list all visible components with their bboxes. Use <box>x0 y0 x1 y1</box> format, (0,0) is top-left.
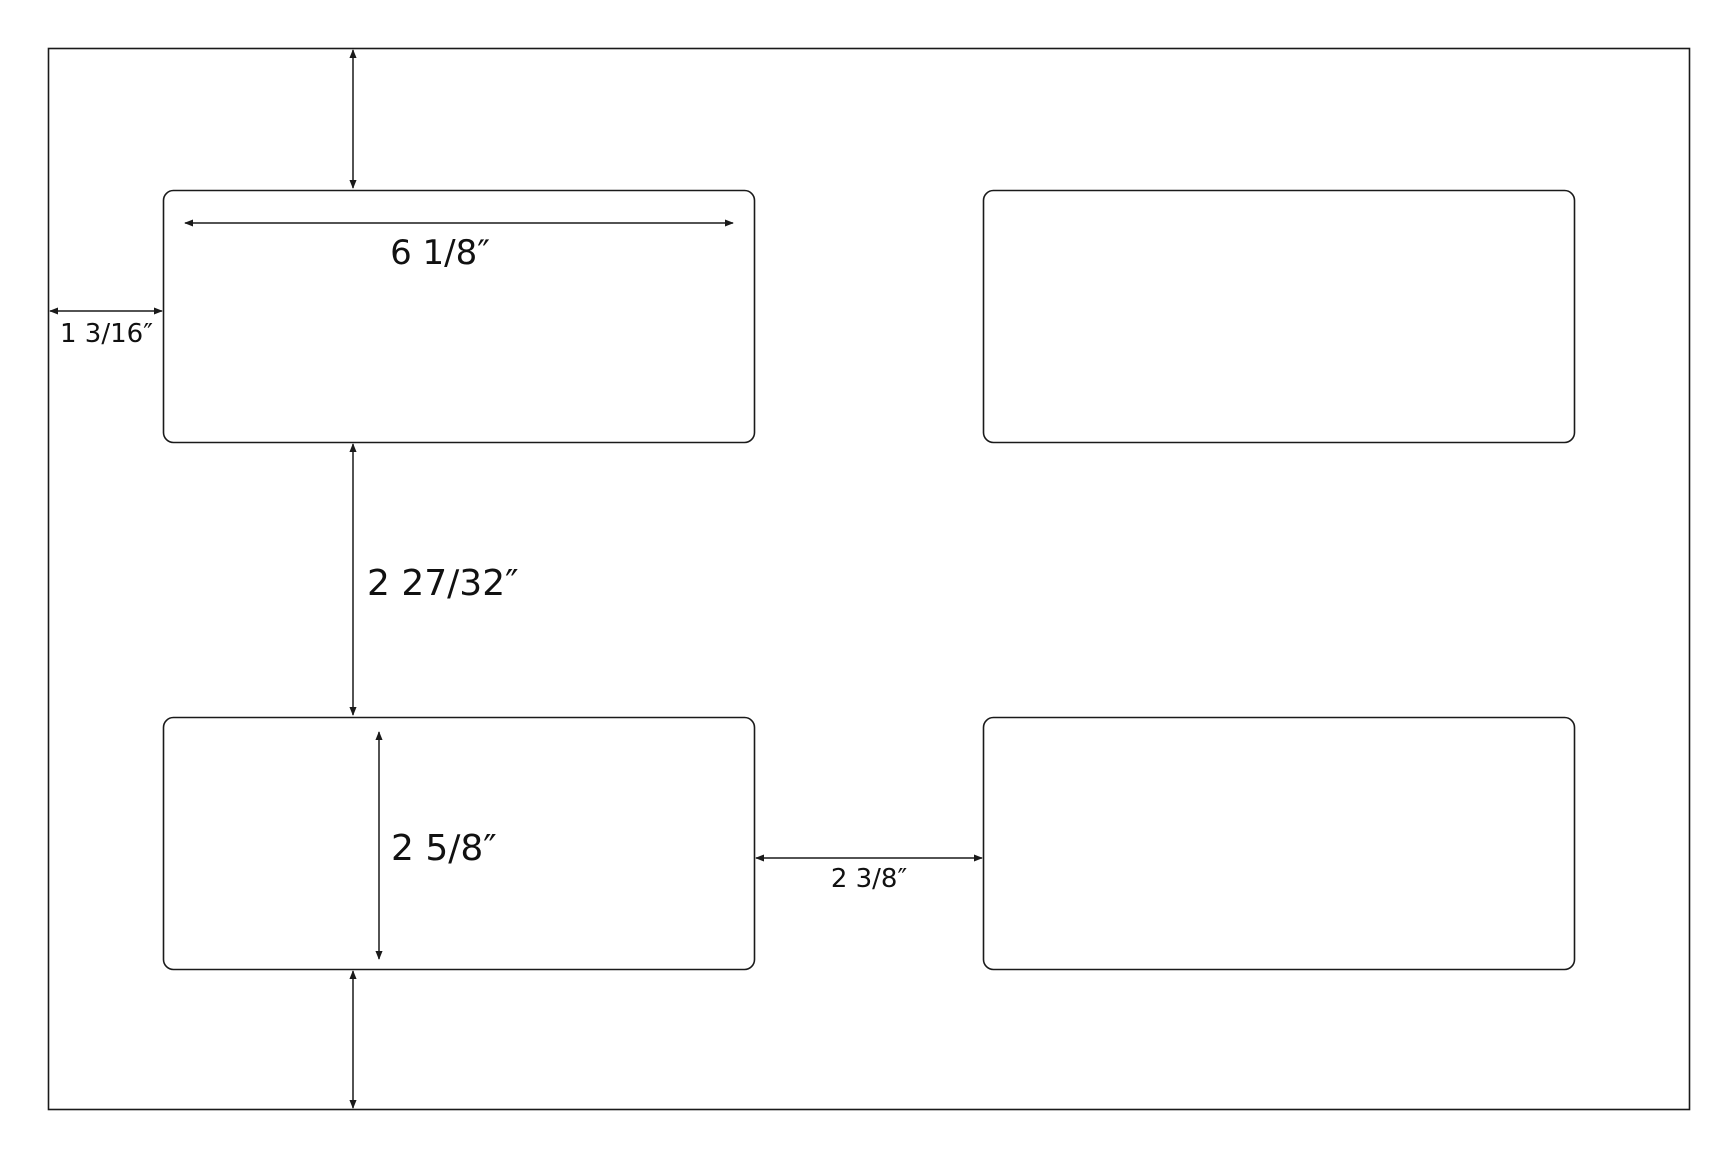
label-top-left <box>162 189 756 444</box>
left-margin-label: 1 3/16″ <box>60 319 153 349</box>
sheet-border <box>47 47 1691 1111</box>
horizontal-gap-label: 2 3/8″ <box>831 864 908 894</box>
height-label: 2 5/8″ <box>391 828 497 869</box>
label-top-right <box>982 189 1576 444</box>
label-bottom-left <box>162 716 756 971</box>
width-label: 6 1/8″ <box>390 233 490 273</box>
vertical-gap-label: 2 27/32″ <box>367 563 519 604</box>
label-bottom-right <box>982 716 1576 971</box>
